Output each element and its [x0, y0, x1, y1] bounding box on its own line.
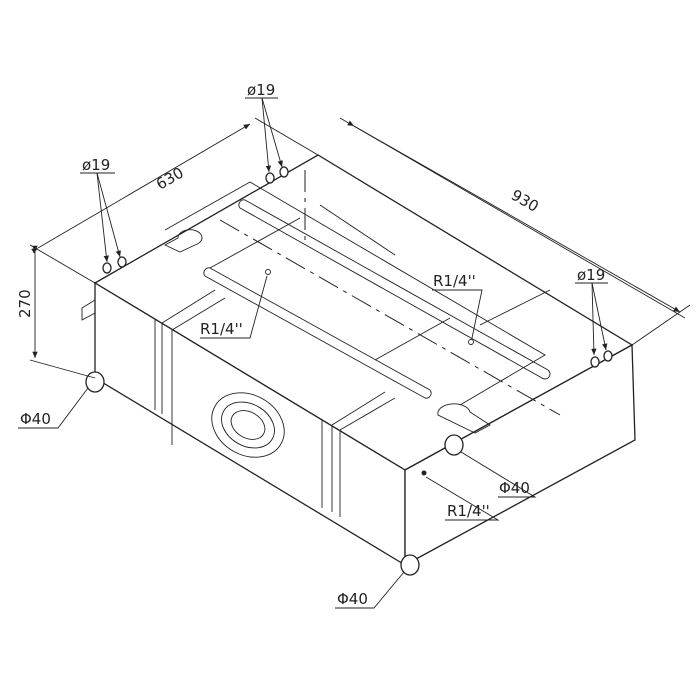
height-dimension: 270 — [16, 289, 34, 318]
outlet-label: Φ40 — [337, 590, 368, 608]
thread-label: R1/4'' — [433, 272, 476, 290]
dimension-lines — [29, 117, 691, 379]
pipe-label: ø19 — [577, 266, 605, 284]
pipe-label: ø19 — [247, 81, 275, 99]
tank-body — [81, 154, 636, 576]
outlet-label: Φ40 — [499, 479, 530, 497]
outlet-icon — [85, 371, 464, 576]
length-dimension: 930 — [508, 186, 542, 216]
width-dimension: 630 — [153, 164, 187, 194]
thread-label: R1/4'' — [200, 320, 243, 338]
thread-label: R1/4'' — [447, 502, 490, 520]
port-icon — [102, 166, 613, 368]
leader-lines — [18, 97, 608, 609]
pipe-label: ø19 — [82, 156, 110, 174]
outlet-label: Φ40 — [20, 410, 51, 428]
